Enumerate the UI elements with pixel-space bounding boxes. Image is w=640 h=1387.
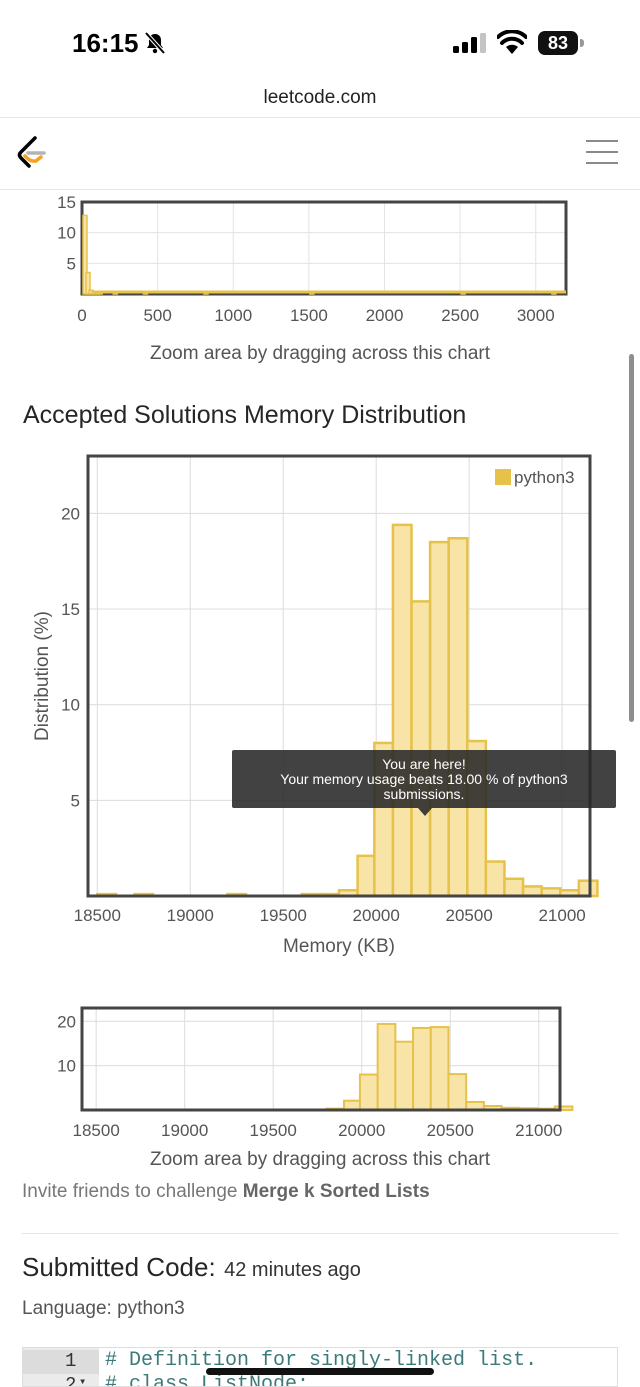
y-axis-label: Distribution (%) [32,611,53,741]
bell-muted-icon [144,32,166,54]
battery-tip [580,39,584,47]
menu-hamburger-icon[interactable] [586,140,618,166]
memory-zoom-chart[interactable]: 20 10 18500 19000 19500 20000 20500 21000 [0,1000,640,1150]
cellular-signal-icon [453,33,486,53]
page-scrollbar[interactable] [629,354,634,722]
x-tick-label: 20000 [353,906,400,925]
memory-zoom-bar [394,1040,415,1112]
memory-bar [428,540,450,898]
memory-bar [447,537,469,898]
legend-label: python3 [514,468,575,487]
x-tick-label: 21000 [538,906,585,925]
x-tick-label: 500 [143,306,171,325]
x-tick-label: 2000 [366,306,404,325]
y-tick-label: 20 [57,1012,76,1031]
memory-tooltip: You are here! Your memory usage beats 18… [232,750,616,808]
runtime-bar [203,292,209,295]
y-tick-label: 15 [61,600,80,619]
memory-zoom-bar [447,1073,468,1111]
y-tick-label: 15 [57,193,76,212]
x-tick-label: 18500 [74,906,121,925]
tooltip-heading: You are here! [382,756,466,772]
x-tick-label: 19500 [260,906,307,925]
address-bar[interactable]: leetcode.com [0,78,640,118]
runtime-bar [85,271,91,295]
fold-arrow-icon[interactable]: ▾ [79,1375,87,1387]
status-time: 16:15 [72,28,139,58]
memory-distribution-chart[interactable]: 20 15 10 5 18500 19000 19500 20000 20500 21000 D… [0,440,640,970]
memory-zoom-caption: Zoom area by dragging across this chart [149,1149,491,1170]
home-indicator [206,1368,434,1375]
x-tick-label: 0 [77,306,86,325]
runtime-zoom-caption: Zoom area by dragging across this chart [149,343,491,364]
legend[interactable]: python3 [495,468,575,487]
status-bar: 16:15 83 [0,0,640,78]
memory-bar [503,877,525,898]
submitted-time: 42 minutes ago [224,1259,361,1281]
y-tick-label: 20 [61,504,80,523]
code-line: # Definition for singly-linked list. [105,1349,538,1372]
runtime-bar [551,292,557,295]
y-tick-label: 10 [57,224,76,243]
x-tick-label: 2500 [441,306,479,325]
invite-text: Invite friends to challenge Merge k Sort… [22,1181,430,1203]
x-tick-label: 21000 [515,1121,562,1140]
x-tick-label: 1000 [214,306,252,325]
wifi-icon [497,30,527,54]
site-header [0,118,640,190]
battery-level: 83 [538,31,578,55]
memory-bar [577,879,599,898]
code-viewer[interactable]: 1 2 ▾ # Definition for singly-linked lis… [22,1347,618,1387]
memory-bar [410,600,432,898]
tooltip-detail: Your memory usage beats 18.00 % of pytho… [280,771,568,787]
x-tick-label: 3000 [517,306,555,325]
battery-indicator: 83 [538,31,584,55]
tooltip-detail-cont: submissions. [383,786,465,802]
memory-zoom-bar [553,1105,574,1111]
runtime-bar [309,292,315,295]
problem-link[interactable]: Merge k Sorted Lists [242,1181,430,1202]
language-label: Language: python3 [22,1298,185,1319]
active-line-gutter [23,1350,99,1374]
y-tick-label: 5 [67,254,76,273]
memory-zoom-bar [429,1026,450,1111]
submitted-label: Submitted Code: [22,1252,216,1282]
runtime-zoom-chart[interactable]: 15 10 5 0 500 1000 1500 2000 2500 3000 [0,190,640,340]
memory-distribution-title: Accepted Solutions Memory Distribution [23,401,467,429]
y-tick-label: 10 [61,696,80,715]
tooltip-pointer [418,808,432,816]
x-tick-label: 19000 [167,906,214,925]
x-tick-label: 20500 [427,1121,474,1140]
legend-swatch [495,469,511,485]
submitted-heading: Submitted Code: 42 minutes ago [22,1252,361,1283]
invite-prefix: Invite friends to challenge [22,1181,243,1202]
x-tick-label: 19500 [250,1121,297,1140]
x-tick-label: 20000 [338,1121,385,1140]
memory-bar [391,523,413,898]
x-tick-label: 19000 [161,1121,208,1140]
code-line: # class ListNode: [105,1373,310,1387]
memory-zoom-bar [358,1073,379,1111]
runtime-bar [460,292,466,295]
y-tick-label: 5 [71,791,80,810]
runtime-bar [112,292,118,295]
memory-zoom-bar [376,1022,397,1111]
memory-bar [484,860,506,898]
x-axis-label: Memory (KB) [283,936,395,957]
runtime-bar [142,292,149,295]
line-number: 1 [65,1350,77,1372]
x-tick-label: 1500 [290,306,328,325]
leetcode-logo-icon[interactable] [14,134,48,172]
runtime-bar [97,292,103,295]
runtime-bar [82,214,88,295]
divider [22,1233,618,1234]
x-tick-label: 18500 [73,1121,120,1140]
x-tick-label: 20500 [446,906,493,925]
line-number: 2 [65,1374,77,1387]
memory-zoom-bar [412,1026,432,1112]
y-tick-label: 10 [57,1057,76,1076]
